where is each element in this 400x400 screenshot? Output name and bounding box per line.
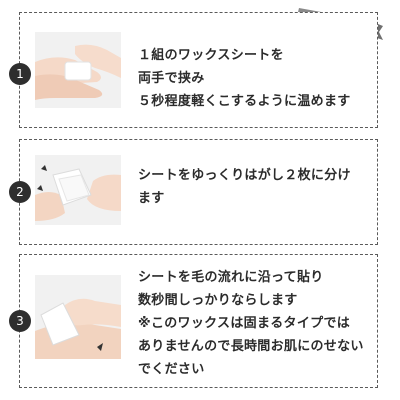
step-card-3: 3 シートを毛の流れに沿って貼り 数秒間しっかりならします ※このワックスは固ま… xyxy=(9,254,378,388)
step-line: 両手で挟み xyxy=(138,71,205,86)
step-line: ※このワックスは固まるタイプでは xyxy=(138,316,351,331)
step-card-2: 2 シートをゆっくりはがし２枚に分け ます xyxy=(9,139,378,245)
step-line: シートを毛の流れに沿って貼り xyxy=(138,270,324,285)
step-card-1: 1 １組のワックスシートを 両手で挟み ５秒程度軽くこするように温めます xyxy=(9,12,378,128)
step-line: １組のワックスシートを xyxy=(138,48,284,63)
step-description: １組のワックスシートを 両手で挟み ５秒程度軽くこするように温めます xyxy=(138,44,371,113)
step-line: 数秒間しっかりならします xyxy=(138,293,298,308)
step-number-badge: 1 xyxy=(9,63,31,85)
step-number-badge: 3 xyxy=(9,310,31,332)
step-description: シートをゆっくりはがし２枚に分け ます xyxy=(138,164,371,210)
step-line: ５秒程度軽くこするように温めます xyxy=(138,94,351,109)
hands-pressing-sheet-image xyxy=(35,32,121,108)
step-line: ありませんので長時間お肌にのせない xyxy=(138,339,364,354)
step-line: シートをゆっくりはがし２枚に分け xyxy=(138,168,351,183)
step-line: ます xyxy=(138,191,165,206)
step-line: でください xyxy=(138,362,205,377)
step-number-badge: 2 xyxy=(9,181,31,203)
step-description: シートを毛の流れに沿って貼り 数秒間しっかりならします ※このワックスは固まるタ… xyxy=(138,266,371,381)
applying-sheet-to-skin-image xyxy=(35,275,121,359)
hands-peeling-sheet-image xyxy=(35,155,121,225)
